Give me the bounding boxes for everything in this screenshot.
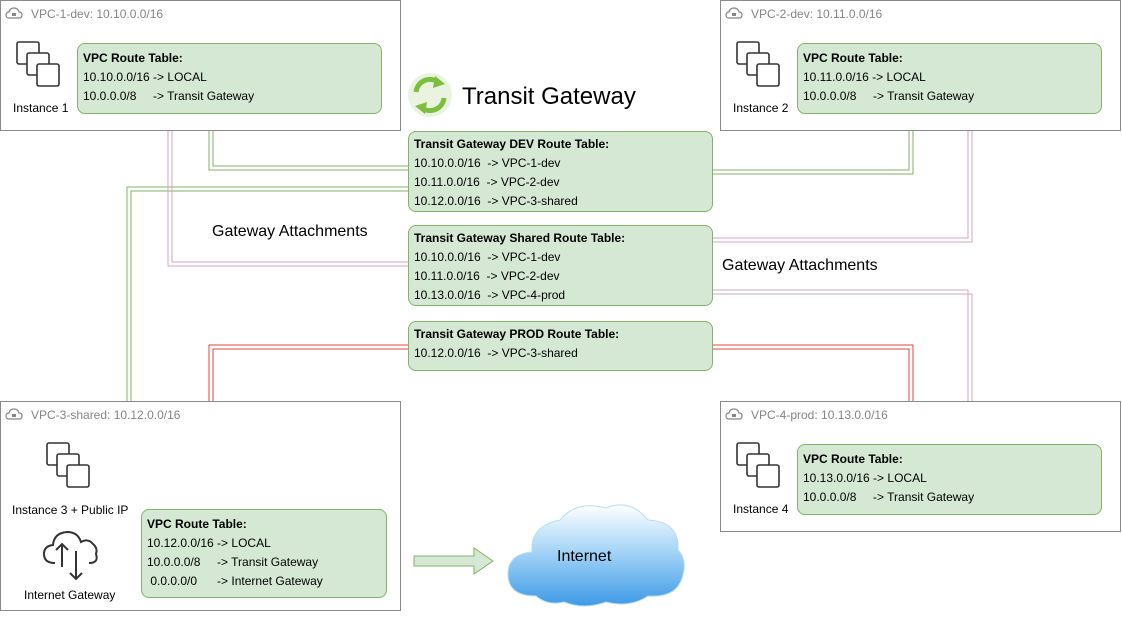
- instance3-icon: [46, 442, 90, 488]
- vpc4-container: VPC-4-prod: 10.13.0.0/16 Instance 4 VPC …: [720, 401, 1121, 532]
- gateway-attachments-label-left: Gateway Attachments: [212, 223, 368, 240]
- vpc2-route-row: 10.0.0.0/8 -> Transit Gateway: [803, 89, 975, 103]
- tgw-prod-heading: Transit Gateway PROD Route Table:: [414, 327, 620, 341]
- tgw-prod-route-table: Transit Gateway PROD Route Table: 10.12.…: [408, 321, 713, 371]
- tgw-dev-route-row: 10.12.0.0/16 -> VPC-3-shared: [414, 194, 578, 208]
- vpc3-route-row: 10.12.0.0/16 -> LOCAL: [147, 536, 271, 550]
- vpc-cloud-icon: [5, 7, 23, 19]
- vpc4-route-row: 10.13.0.0/16 -> LOCAL: [803, 471, 927, 485]
- transit-gateway-icon: [408, 73, 452, 117]
- transit-gateway-title: Transit Gateway: [462, 83, 636, 110]
- vpc-cloud-icon: [725, 408, 743, 420]
- internet-cloud-icon: [507, 504, 685, 607]
- internet-gateway-label: Internet Gateway: [24, 588, 116, 602]
- tgw-shared-route-row: 10.11.0.0/16 -> VPC-2-dev: [414, 269, 560, 283]
- vpc4-route-table: VPC Route Table: 10.13.0.0/16 -> LOCAL 1…: [797, 444, 1102, 515]
- vpc2-route-row: 10.11.0.0/16 -> LOCAL: [803, 70, 926, 84]
- vpc1-route-row: 10.0.0.0/8 -> Transit Gateway: [83, 89, 255, 103]
- internet-gateway-icon: [42, 530, 98, 581]
- vpc1-title: VPC-1-dev: 10.10.0.0/16: [31, 7, 164, 21]
- vpc3-container: VPC-3-shared: 10.12.0.0/16 Instance 3 + …: [0, 401, 401, 611]
- vpc3-title: VPC-3-shared: 10.12.0.0/16: [31, 408, 181, 422]
- vpc1-route-table-heading: VPC Route Table:: [83, 51, 183, 65]
- vpc4-route-table-heading: VPC Route Table:: [803, 452, 903, 466]
- tgw-shared-heading: Transit Gateway Shared Route Table:: [414, 231, 626, 245]
- vpc2-route-table-heading: VPC Route Table:: [803, 51, 903, 65]
- vpc-cloud-icon: [725, 7, 743, 19]
- internet-label: Internet: [557, 548, 612, 565]
- tgw-shared-route-row: 10.10.0.0/16 -> VPC-1-dev: [414, 250, 561, 264]
- vpc3-route-table: VPC Route Table: 10.12.0.0/16 -> LOCAL 1…: [141, 509, 387, 598]
- tgw-dev-route-table: Transit Gateway DEV Route Table: 10.10.0…: [408, 131, 713, 212]
- vpc2-title: VPC-2-dev: 10.11.0.0/16: [751, 7, 883, 21]
- instance2-icon: [736, 41, 780, 87]
- instance1-label: Instance 1: [13, 101, 69, 115]
- tgw-shared-route-row: 10.13.0.0/16 -> VPC-4-prod: [414, 288, 566, 302]
- instance4-label: Instance 4: [733, 502, 789, 516]
- instance1-icon: [16, 41, 60, 87]
- tgw-dev-route-row: 10.11.0.0/16 -> VPC-2-dev: [414, 175, 560, 189]
- vpc4-route-row: 10.0.0.0/8 -> Transit Gateway: [803, 490, 975, 504]
- instance3-label: Instance 3 + Public IP: [12, 503, 129, 517]
- vpc1-container: VPC-1-dev: 10.10.0.0/16 Instance 1 VPC R…: [0, 0, 401, 131]
- instance2-label: Instance 2: [733, 101, 789, 115]
- vpc1-route-table: VPC Route Table: 10.10.0.0/16 -> LOCAL 1…: [77, 43, 382, 114]
- vpc3-route-table-heading: VPC Route Table:: [147, 517, 247, 531]
- vpc2-container: VPC-2-dev: 10.11.0.0/16 Instance 2 VPC R…: [720, 0, 1121, 131]
- tgw-shared-route-table: Transit Gateway Shared Route Table: 10.1…: [408, 225, 713, 306]
- vpc4-title: VPC-4-prod: 10.13.0.0/16: [751, 408, 888, 422]
- tgw-dev-route-row: 10.10.0.0/16 -> VPC-1-dev: [414, 156, 561, 170]
- vpc3-route-row: 10.0.0.0/8 -> Transit Gateway: [147, 555, 319, 569]
- tgw-prod-route-row: 10.12.0.0/16 -> VPC-3-shared: [414, 346, 578, 360]
- vpc2-route-table: VPC Route Table: 10.11.0.0/16 -> LOCAL 1…: [797, 43, 1102, 114]
- vpc1-route-row: 10.10.0.0/16 -> LOCAL: [83, 70, 207, 84]
- vpc3-route-row: 0.0.0.0/0 -> Internet Gateway: [147, 574, 323, 588]
- internet-arrow: [413, 547, 494, 575]
- tgw-dev-heading: Transit Gateway DEV Route Table:: [414, 137, 610, 151]
- instance4-icon: [736, 442, 780, 488]
- gateway-attachments-label-right: Gateway Attachments: [722, 257, 878, 274]
- vpc-cloud-icon: [5, 408, 23, 420]
